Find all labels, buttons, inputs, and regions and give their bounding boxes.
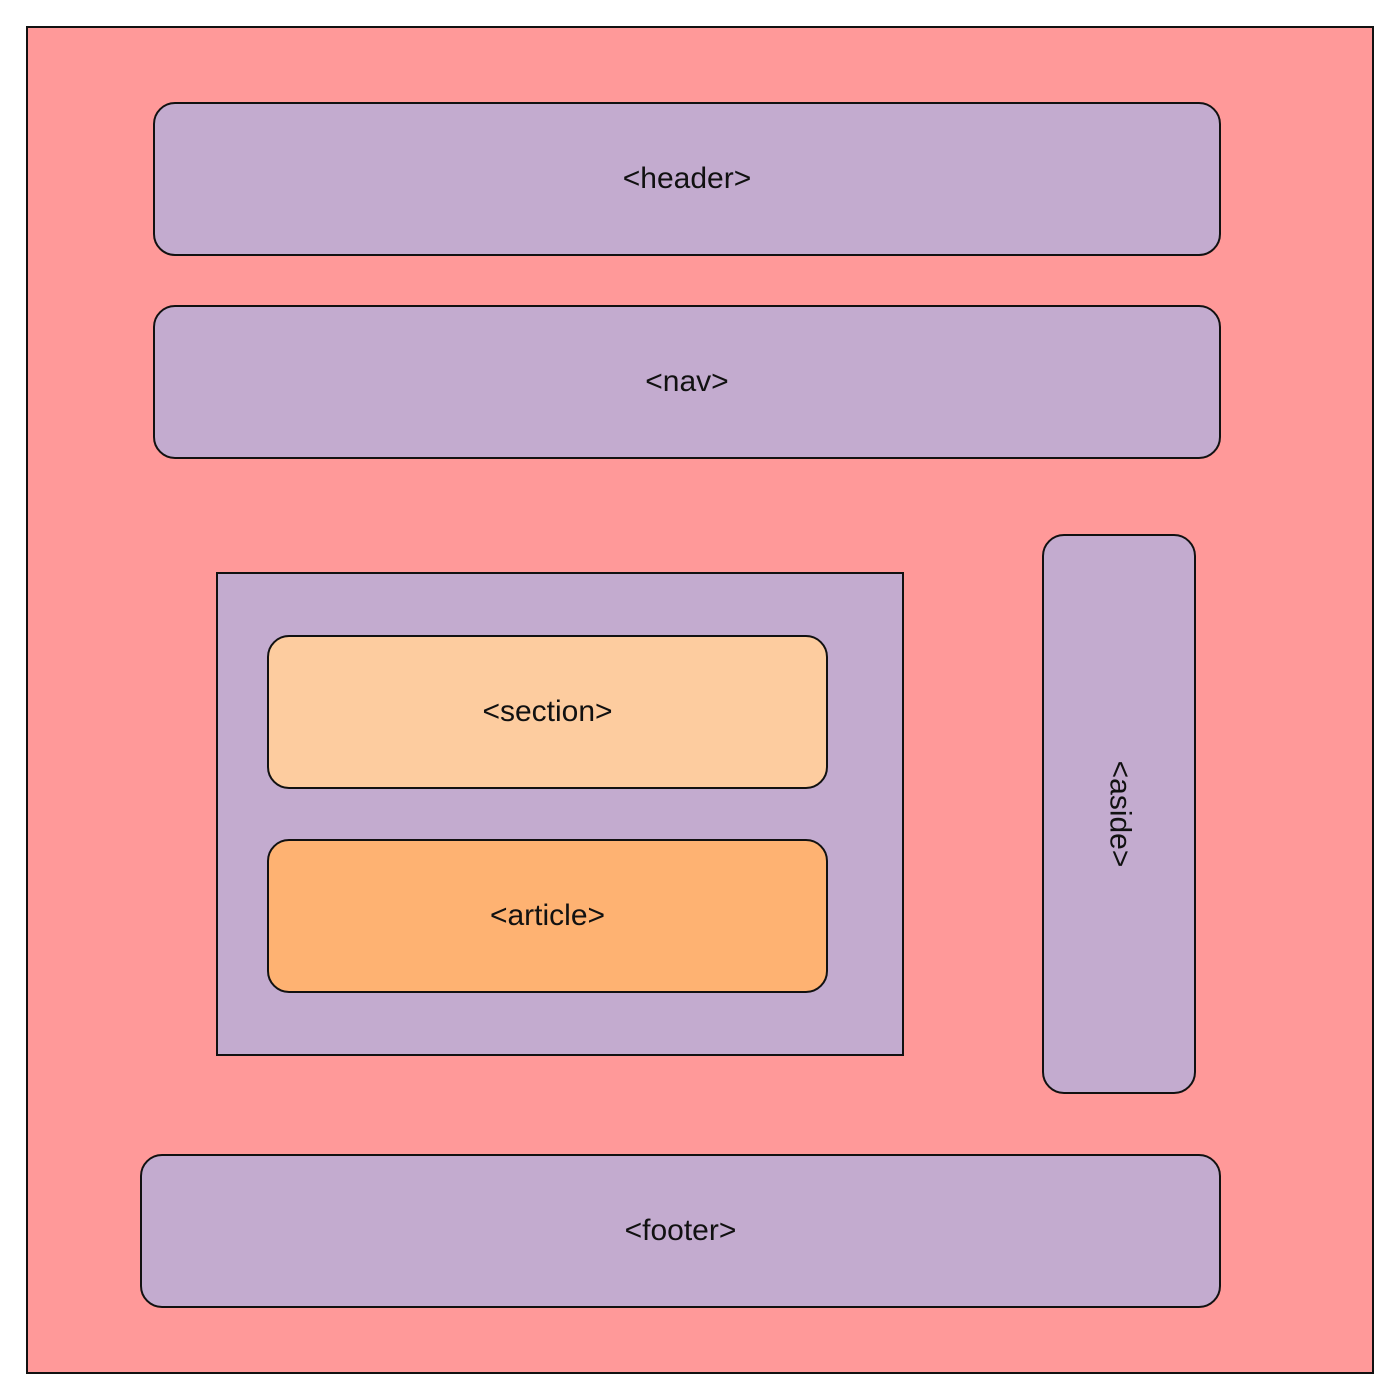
header-box: <header> xyxy=(153,102,1221,256)
aside-label: <aside> xyxy=(1102,760,1136,868)
aside-box: <aside> xyxy=(1042,534,1196,1094)
nav-box: <nav> xyxy=(153,305,1221,459)
footer-label: <footer> xyxy=(624,1214,737,1247)
article-box: <article> xyxy=(267,839,828,993)
article-label: <article> xyxy=(489,899,606,932)
section-label: <section> xyxy=(482,695,613,728)
header-label: <header> xyxy=(622,162,752,195)
section-box: <section> xyxy=(267,635,828,789)
footer-box: <footer> xyxy=(140,1154,1221,1308)
nav-label: <nav> xyxy=(645,365,729,398)
